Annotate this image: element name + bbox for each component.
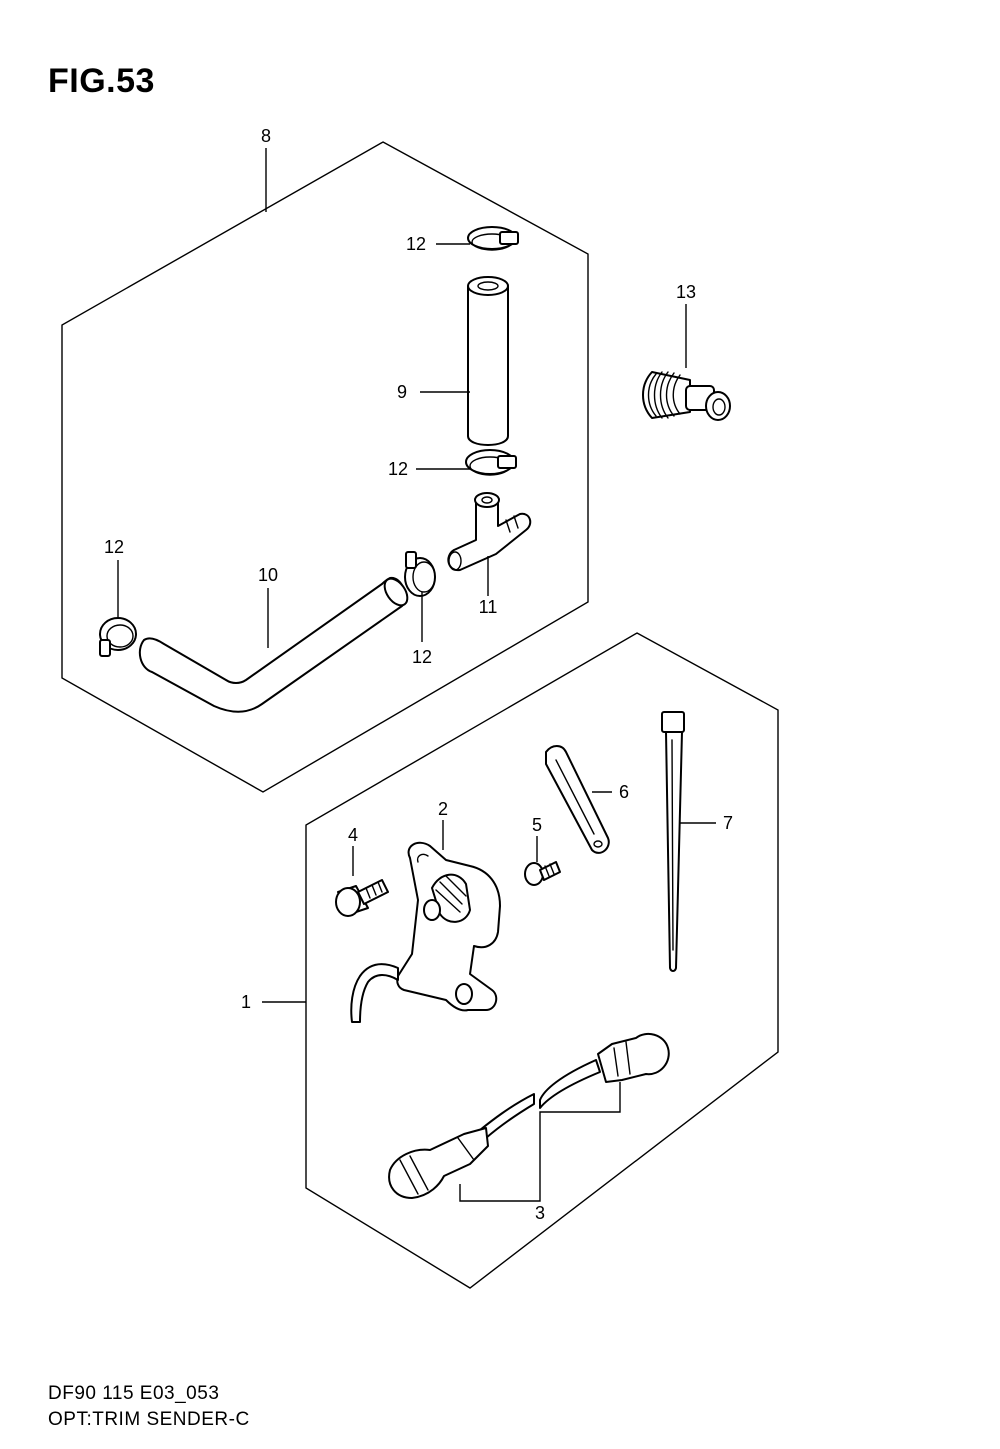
part-13-plug	[642, 371, 731, 421]
callout-12-left: 12	[104, 537, 124, 557]
callout-11: 11	[479, 597, 498, 617]
part-6-strap	[545, 745, 610, 854]
part-2-trim-sender	[350, 841, 501, 1023]
callout-13: 13	[676, 282, 696, 302]
figure-caption: OPT:TRIM SENDER-C	[48, 1409, 250, 1430]
part-3-harness	[388, 1032, 670, 1199]
callout-12-top: 12	[406, 234, 426, 254]
kit-outline-trim-sender	[305, 632, 779, 1289]
model-code: DF90 115 E03_053	[48, 1383, 220, 1404]
part-4-bolt	[335, 879, 389, 917]
part-5-screw	[524, 861, 561, 886]
figure-title: FIG.53	[48, 62, 155, 100]
callout-6: 6	[619, 782, 629, 802]
callout-7: 7	[723, 813, 733, 833]
callout-12-middle: 12	[388, 459, 408, 479]
part-12-hose-clamp-middle	[465, 449, 517, 476]
part-12-hose-clamp-left	[99, 617, 137, 657]
part-7-cable-tie	[661, 711, 685, 972]
callout-12-bottom: 12	[412, 647, 432, 667]
kit-outline-hose-set	[61, 141, 589, 793]
callout-9: 9	[397, 382, 407, 402]
callout-4: 4	[348, 825, 358, 845]
callout-3: 3	[535, 1203, 545, 1223]
callout-8: 8	[261, 126, 271, 146]
part-12-hose-clamp-side	[404, 551, 436, 597]
callout-numbers: 8 12 13 9 12 12 10 11 12 2 6 4 5 7 1 3	[104, 126, 733, 1223]
callout-1: 1	[241, 992, 251, 1012]
callout-2: 2	[438, 799, 448, 819]
part-10-bent-hose	[138, 576, 409, 713]
callout-5: 5	[532, 815, 542, 835]
part-9-straight-hose	[467, 276, 509, 446]
leader-lines	[117, 148, 716, 1202]
part-11-tee-fitting	[447, 492, 532, 572]
part-12-hose-clamp-top	[467, 226, 519, 251]
callout-10: 10	[258, 565, 278, 585]
